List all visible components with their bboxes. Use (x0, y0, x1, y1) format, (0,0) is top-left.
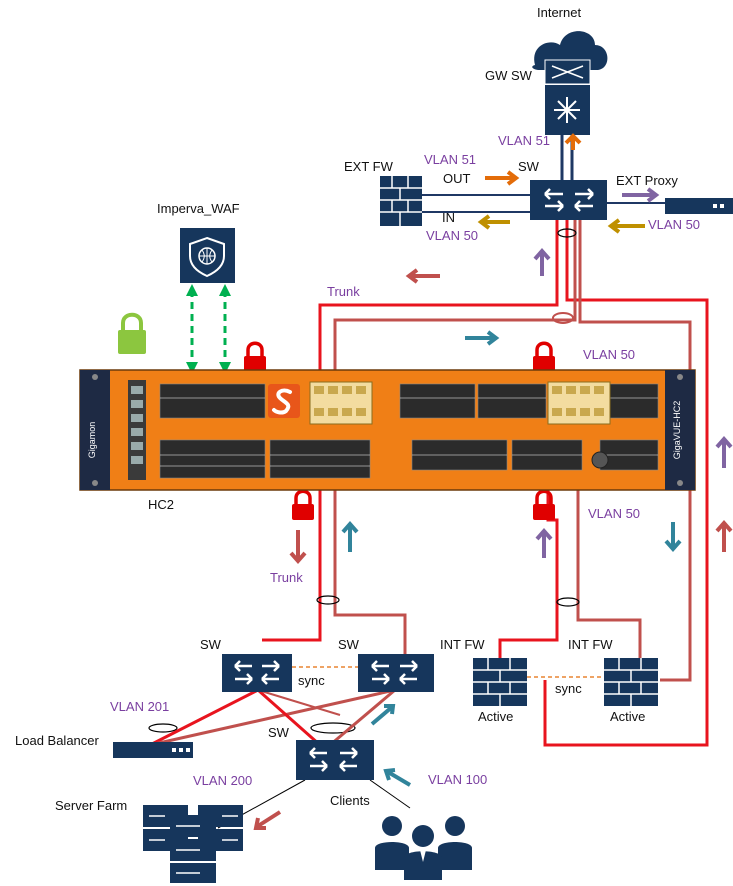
server-farm-label: Server Farm (55, 798, 127, 813)
arrow-icon (343, 524, 357, 552)
clients-label: Clients (330, 793, 370, 808)
arrow-icon (717, 439, 731, 468)
lock-icon (244, 343, 266, 372)
bundle-ring (557, 598, 579, 606)
imperva-label: Imperva_WAF (157, 201, 240, 216)
arrow-icon (611, 220, 645, 232)
sw-mid-label: SW (338, 637, 360, 652)
brand-left-label: Gigamon (87, 422, 97, 459)
lock-icon (118, 315, 146, 354)
vlan50-proxy-label: VLAN 50 (648, 217, 700, 232)
arrow-icon (465, 332, 496, 344)
bundle-ring (149, 724, 177, 732)
arrow-icon (717, 523, 731, 552)
vlan51-gw-label: VLAN 51 (498, 133, 550, 148)
hc2-label: HC2 (148, 497, 174, 512)
arrow-icon (666, 522, 680, 549)
vlan50-lower-label: VLAN 50 (588, 506, 640, 521)
firewall-icon (604, 658, 658, 706)
gw-sw-label: GW SW (485, 68, 533, 83)
internet-label: Internet (537, 5, 581, 20)
ext-fw-label: EXT FW (344, 159, 394, 174)
firewall-icon (473, 658, 527, 706)
active-left-label: Active (478, 709, 513, 724)
arrow-icon (535, 251, 549, 276)
int-fw-left-label: INT FW (440, 637, 485, 652)
lock-icon (533, 343, 555, 372)
sw-bottom-label: SW (268, 725, 290, 740)
lock-icon (533, 491, 555, 520)
proxy-appliance-icon (665, 198, 733, 214)
switch-icon (530, 180, 607, 220)
out-label: OUT (443, 171, 471, 186)
sw-left-label: SW (200, 637, 222, 652)
arrow-icon (256, 812, 280, 828)
vlan200-label: VLAN 200 (193, 773, 252, 788)
firewall-icon (380, 176, 422, 226)
trunk-top-label: Trunk (327, 284, 360, 299)
sync-fw-label: sync (555, 681, 582, 696)
waf-shield-icon (180, 228, 235, 283)
brand-vertical-label: GigaVUE-HC2 (672, 401, 682, 460)
switch-icon (296, 740, 374, 780)
arrow-icon (386, 770, 410, 785)
vlan100-label: VLAN 100 (428, 772, 487, 787)
lock-icon (292, 491, 314, 520)
arrow-icon (291, 530, 305, 561)
sync-sw-label: sync (298, 673, 325, 688)
vlan51-ext-label: VLAN 51 (424, 152, 476, 167)
arrow-icon (409, 270, 440, 282)
int-fw-right-label: INT FW (568, 637, 613, 652)
vlan50-upper-label: VLAN 50 (583, 347, 635, 362)
gateway-switch-icon (545, 60, 590, 135)
in-label: IN (442, 210, 455, 225)
arrow-icon (481, 216, 510, 228)
load-balancer-appliance-icon (113, 742, 193, 758)
arrow-icon (485, 172, 516, 184)
arrow-icon (566, 136, 580, 150)
arrow-icon (622, 189, 656, 201)
switch-icon (358, 654, 434, 692)
users-icon (375, 816, 472, 880)
gigavue-hc2-chassis: GigaVUE-HC2 Gigamon (80, 370, 695, 490)
vlan201-label: VLAN 201 (110, 699, 169, 714)
trunk-bottom-label: Trunk (270, 570, 303, 585)
link-clients (370, 780, 410, 808)
arrow-icon (537, 531, 551, 558)
active-right-label: Active (610, 709, 645, 724)
server-icon (143, 805, 243, 883)
load-balancer-label: Load Balancer (15, 733, 100, 748)
vlan50-in-label: VLAN 50 (426, 228, 478, 243)
sw-top-label: SW (518, 159, 540, 174)
switch-icon (222, 654, 292, 692)
ext-proxy-label: EXT Proxy (616, 173, 678, 188)
